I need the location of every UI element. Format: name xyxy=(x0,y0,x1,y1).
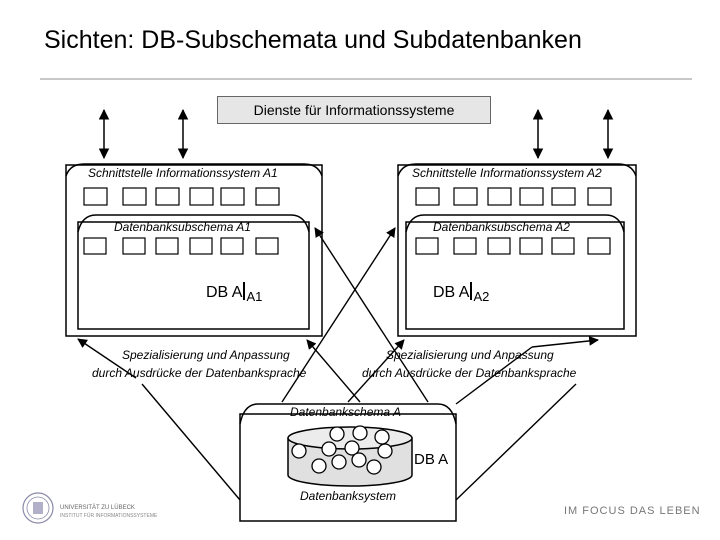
university-name: UNIVERSITÄT ZU LÜBECK xyxy=(60,505,135,511)
subschema-a1-tab xyxy=(77,214,310,233)
interface-a1-label: Schnittstelle Informationssystem A1 xyxy=(88,166,278,180)
db-view-a1-main: DB A xyxy=(206,284,243,301)
footer-slogan: IM FOCUS DAS LEBEN xyxy=(564,505,701,517)
arrow-cross-2 xyxy=(314,227,429,403)
arrow-a2-from-schema-right xyxy=(455,346,533,405)
subschema-a1-fields xyxy=(83,237,279,255)
arrow-a2-right xyxy=(531,336,599,348)
arrow-right-corner xyxy=(455,383,577,501)
arrow-cross-1 xyxy=(281,227,396,403)
arrow-a1-from-schema-left xyxy=(77,338,137,379)
db-schema-label: Datenbankschema A xyxy=(290,405,401,419)
database-label: DB A xyxy=(414,451,449,468)
services-label: Dienste für Informationssysteme xyxy=(217,96,491,124)
arrow-a2-from-schema xyxy=(347,339,405,403)
slide-title: Sichten: DB-Subschemata und Subdatenbank… xyxy=(44,26,582,54)
db-view-a2-sub: A2 xyxy=(473,289,490,305)
subschema-a2-label: Datenbanksubschema A2 xyxy=(433,220,570,234)
specialization-right-line1: Spezialisierung und Anpassung xyxy=(386,348,554,362)
db-view-a1-sub: A1 xyxy=(246,289,263,305)
db-view-a2-main: DB A xyxy=(433,284,470,301)
interface-a2-fields xyxy=(415,187,612,206)
specialization-left-line2: durch Ausdrücke der Datenbanksprache xyxy=(92,366,307,380)
arrow-a1-from-schema xyxy=(306,339,361,403)
interface-a2-tab xyxy=(397,163,637,177)
interface-a2-label: Schnittstelle Informationssystem A2 xyxy=(412,166,602,180)
specialization-right-line2: durch Ausdrücke der Datenbanksprache xyxy=(362,366,577,380)
specialization-left-line1: Spezialisierung und Anpassung xyxy=(122,348,290,362)
db-schema-tab xyxy=(239,403,457,425)
subschema-a2-tab xyxy=(405,214,625,233)
restriction-bar xyxy=(243,282,246,300)
subschema-a1-label: Datenbanksubschema A1 xyxy=(114,220,251,234)
database-cylinder xyxy=(287,426,413,487)
title-divider xyxy=(40,78,692,80)
interface-a1-fields xyxy=(83,187,280,206)
institute-name: INSTITUT FÜR INFORMATIONSSYSTEME xyxy=(60,513,158,519)
restriction-bar xyxy=(470,282,473,300)
subschema-a2-fields xyxy=(415,237,611,255)
interface-a1-tab xyxy=(65,163,323,177)
db-system-label: Datenbanksystem xyxy=(300,489,397,503)
arrow-left-corner xyxy=(141,383,241,501)
database-records xyxy=(291,425,393,475)
university-seal-icon xyxy=(22,492,54,524)
